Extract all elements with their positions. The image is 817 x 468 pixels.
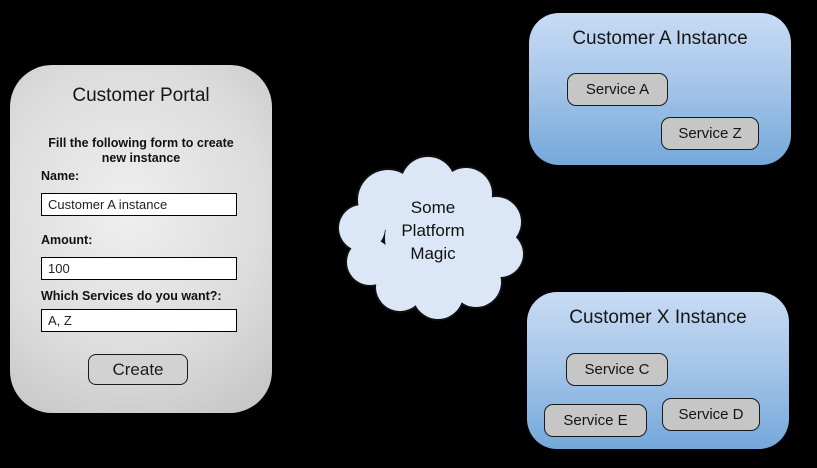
services-input[interactable] (41, 309, 237, 332)
cloud-icon (337, 155, 525, 321)
customer-x-instance-title: Customer X Instance (569, 307, 747, 328)
form-instructions: Fill the following form to create new in… (48, 136, 234, 166)
cloud-label-line2: Platform (401, 221, 465, 240)
customer-x-instance-box: Customer X Instance Service C Service E … (527, 292, 789, 449)
service-e-chip: Service E (544, 404, 647, 437)
customer-a-instance-title: Customer A Instance (572, 28, 748, 49)
customer-a-instance-box: Customer A Instance Service A Service Z (529, 13, 791, 165)
cloud-label-line3: Magic (410, 244, 456, 263)
service-d-chip: Service D (662, 398, 760, 431)
service-z-chip: Service Z (661, 117, 759, 150)
portal-title: Customer Portal (72, 85, 210, 106)
name-label: Name: (41, 169, 80, 183)
service-c-chip: Service C (566, 353, 668, 386)
cloud-label-line1: Some (410, 198, 456, 217)
name-input[interactable] (41, 193, 237, 216)
amount-input[interactable] (41, 257, 237, 280)
amount-label: Amount: (41, 233, 93, 247)
services-label: Which Services do you want?: (41, 289, 222, 303)
service-a-chip: Service A (567, 73, 668, 106)
cloud-label: Some Platform Magic (336, 196, 530, 265)
customer-portal-panel: Customer Portal Fill the following form … (10, 65, 272, 413)
create-button[interactable]: Create (88, 354, 188, 385)
